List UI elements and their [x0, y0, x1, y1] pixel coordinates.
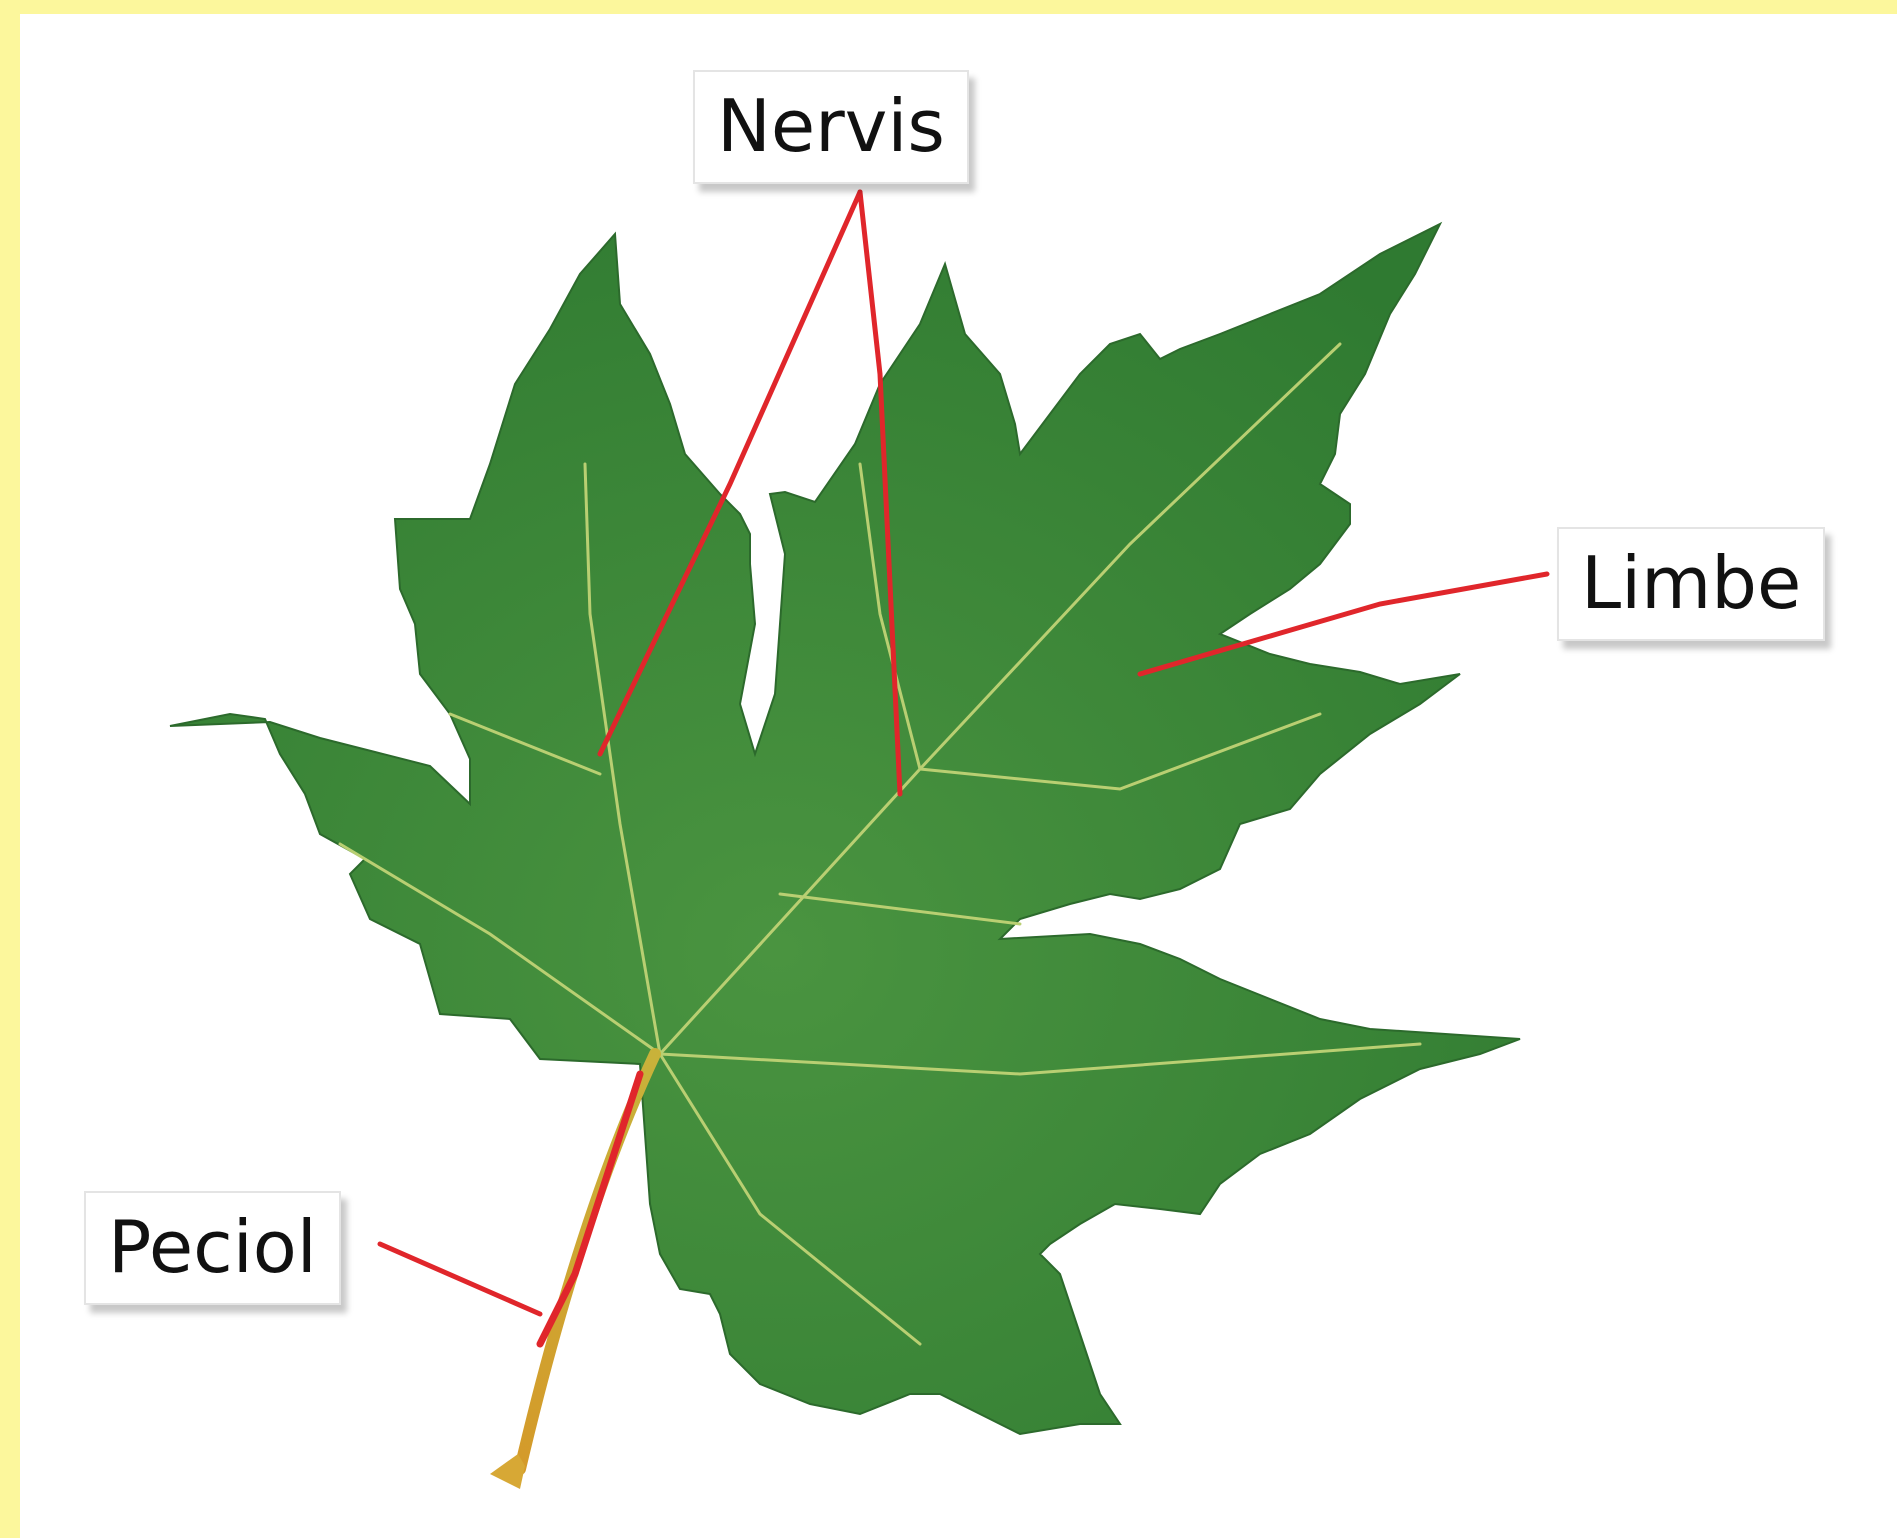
maple-leaf-illustration: [20, 14, 1897, 1538]
peciol-label: Peciol: [84, 1191, 341, 1305]
leaf-blade: [170, 224, 1520, 1434]
nervis-label: Nervis: [693, 70, 969, 184]
limbe-label-text: Limbe: [1581, 541, 1801, 625]
diagram-canvas: Nervis Limbe Peciol: [20, 14, 1897, 1538]
peciol-label-text: Peciol: [108, 1205, 317, 1289]
limbe-label: Limbe: [1557, 527, 1825, 641]
petiole: [520, 1054, 655, 1469]
nervis-label-text: Nervis: [717, 84, 945, 168]
petiole-base: [490, 1454, 525, 1489]
peciol-leader-line: [380, 1244, 540, 1314]
